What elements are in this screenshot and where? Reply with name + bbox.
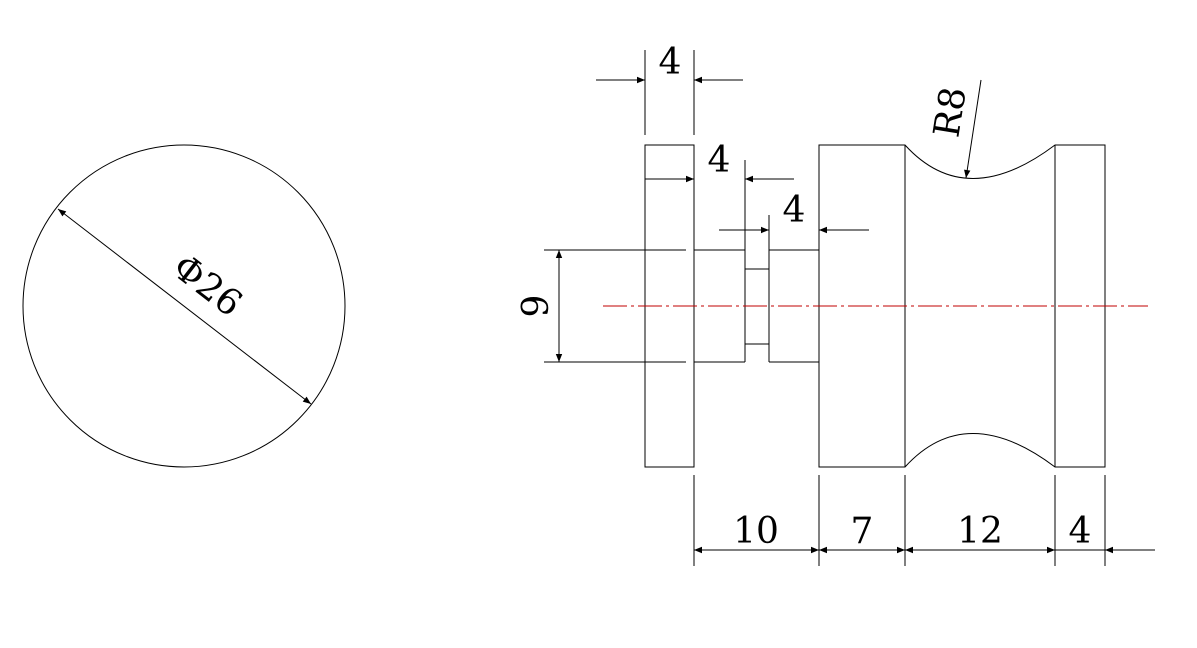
dim-top-3: 4	[783, 190, 806, 231]
dim-bottom-2: 7	[851, 511, 874, 552]
dimensions: 4 4 4 9 R8 10 7 12 4	[516, 42, 1155, 566]
dim-bottom-4: 4	[1069, 511, 1092, 552]
dim-bottom-3: 12	[957, 511, 1003, 552]
dim-top-2: 4	[708, 140, 731, 181]
radius-label: R8	[926, 84, 974, 140]
end-view-circle	[22, 144, 346, 468]
radius-leader	[964, 79, 982, 179]
dim-top-1: 4	[659, 42, 682, 83]
diameter-label: Φ26	[165, 247, 250, 325]
body-profile	[818, 144, 1106, 468]
end-view: Φ26	[22, 144, 346, 468]
dim-height: 9	[516, 295, 557, 318]
side-view	[603, 144, 1148, 468]
diameter-dimension-line	[57, 208, 312, 405]
dim-bottom-1: 10	[733, 511, 779, 552]
